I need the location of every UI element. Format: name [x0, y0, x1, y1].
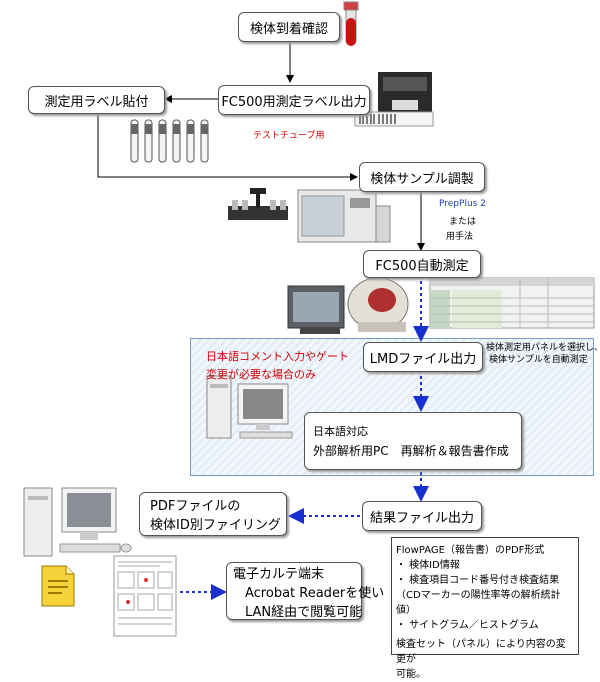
- flowpage-footer-2: 可能。: [396, 669, 426, 680]
- flowpage-info-box: FlowPAGE（報告書）のPDF形式 ・ 検体ID情報 ・ 検査項目コード番号…: [391, 537, 579, 680]
- flow-arrows: [23, 1, 595, 637]
- flowpage-item-4: ・ サイトグラム／ヒストグラム: [396, 620, 539, 631]
- panel-select-note-2: 検体サンプルを自動測定: [489, 355, 588, 365]
- flowpage-item-2: ・ 検査項目コード番号付き検査結果: [396, 575, 560, 586]
- fc500-label-output-label: FC500用測定ラベル出力: [221, 94, 367, 110]
- flowpage-item-1: ・ 検体ID情報: [396, 560, 460, 571]
- flowpage-footer-1: 検査セット（パネル）により内容の変更が: [396, 639, 566, 665]
- ehr-line2: Acrobat Readerを使い: [245, 585, 385, 601]
- lmd-output-label: LMDファイル出力: [369, 351, 477, 367]
- sample-arrival-label: 検体到着確認: [249, 21, 328, 37]
- lmd-output-node: LMDファイル出力: [363, 342, 483, 372]
- label-printer-icon: [354, 72, 434, 127]
- test-tube-note: テストチューブ用: [253, 131, 325, 141]
- flowpage-report-thumbnail: [113, 555, 177, 637]
- external-pc-line1: 日本語対応: [313, 425, 368, 438]
- japanese-comment-note-1: 日本語コメント入力やゲート: [206, 350, 349, 363]
- pdf-file-icon: [41, 565, 75, 607]
- result-output-label: 結果ファイル出力: [369, 510, 474, 526]
- ehr-line3: LAN経由で閲覧可能: [245, 604, 363, 620]
- test-tubes-icon: [130, 119, 209, 163]
- or-note: または: [449, 217, 477, 227]
- ehr-line1: 電子カルテ端末: [233, 566, 325, 582]
- fc500-measure-node: FC500自動測定: [363, 250, 481, 278]
- prepplus-instrument-icon: [297, 189, 391, 243]
- fc500-instrument-icon: [287, 277, 409, 334]
- external-pc-node: 日本語対応 外部解析用PC 再解析＆報告書作成: [304, 412, 522, 470]
- sample-arrival-node: 検体到着確認: [238, 12, 340, 42]
- external-pc-line2: 外部解析用PC 再解析＆報告書作成: [313, 444, 509, 458]
- arrow-attach-to-prep: [97, 112, 358, 181]
- analysis-pc-icon: [206, 375, 293, 439]
- prepplus-note: PrepPlus 2: [439, 199, 486, 209]
- result-output-node: 結果ファイル出力: [362, 501, 482, 531]
- ehr-terminal-node: 電子カルテ端末 Acrobat Readerを使い LAN経由で閲覧可能: [226, 562, 384, 620]
- pdf-filing-line1: PDFファイルの: [150, 499, 241, 514]
- label-attach-label: 測定用ラベル貼付: [44, 94, 149, 110]
- label-attach-node: 測定用ラベル貼付: [28, 86, 165, 114]
- pdf-filing-line2: 検体ID別ファイリング: [150, 518, 281, 533]
- blood-tube-icon: [343, 1, 359, 46]
- manual-note: 用手法: [446, 232, 474, 242]
- fc500-measure-label: FC500自動測定: [375, 258, 469, 274]
- panel-select-note-1: 検体測定用パネルを選択し、: [486, 343, 600, 353]
- sample-prep-label: 検体サンプル調製: [370, 171, 474, 187]
- sample-prep-node: 検体サンプル調製: [359, 162, 485, 192]
- flowpage-item-3: （CDマーカーの陽性率等の解析統計値）: [396, 590, 561, 616]
- flowpage-title: FlowPAGE（報告書）のPDF形式: [396, 545, 545, 556]
- pdf-filing-node: PDFファイルの 検体ID別ファイリング: [139, 492, 287, 536]
- panel-software-screenshot: [429, 277, 595, 329]
- fc500-label-output-node: FC500用測定ラベル出力: [218, 85, 370, 115]
- japanese-comment-note-2: 変更が必要な場合のみ: [206, 368, 316, 381]
- ehr-pc-icon: [23, 487, 132, 557]
- tube-rack-icon: [228, 188, 288, 220]
